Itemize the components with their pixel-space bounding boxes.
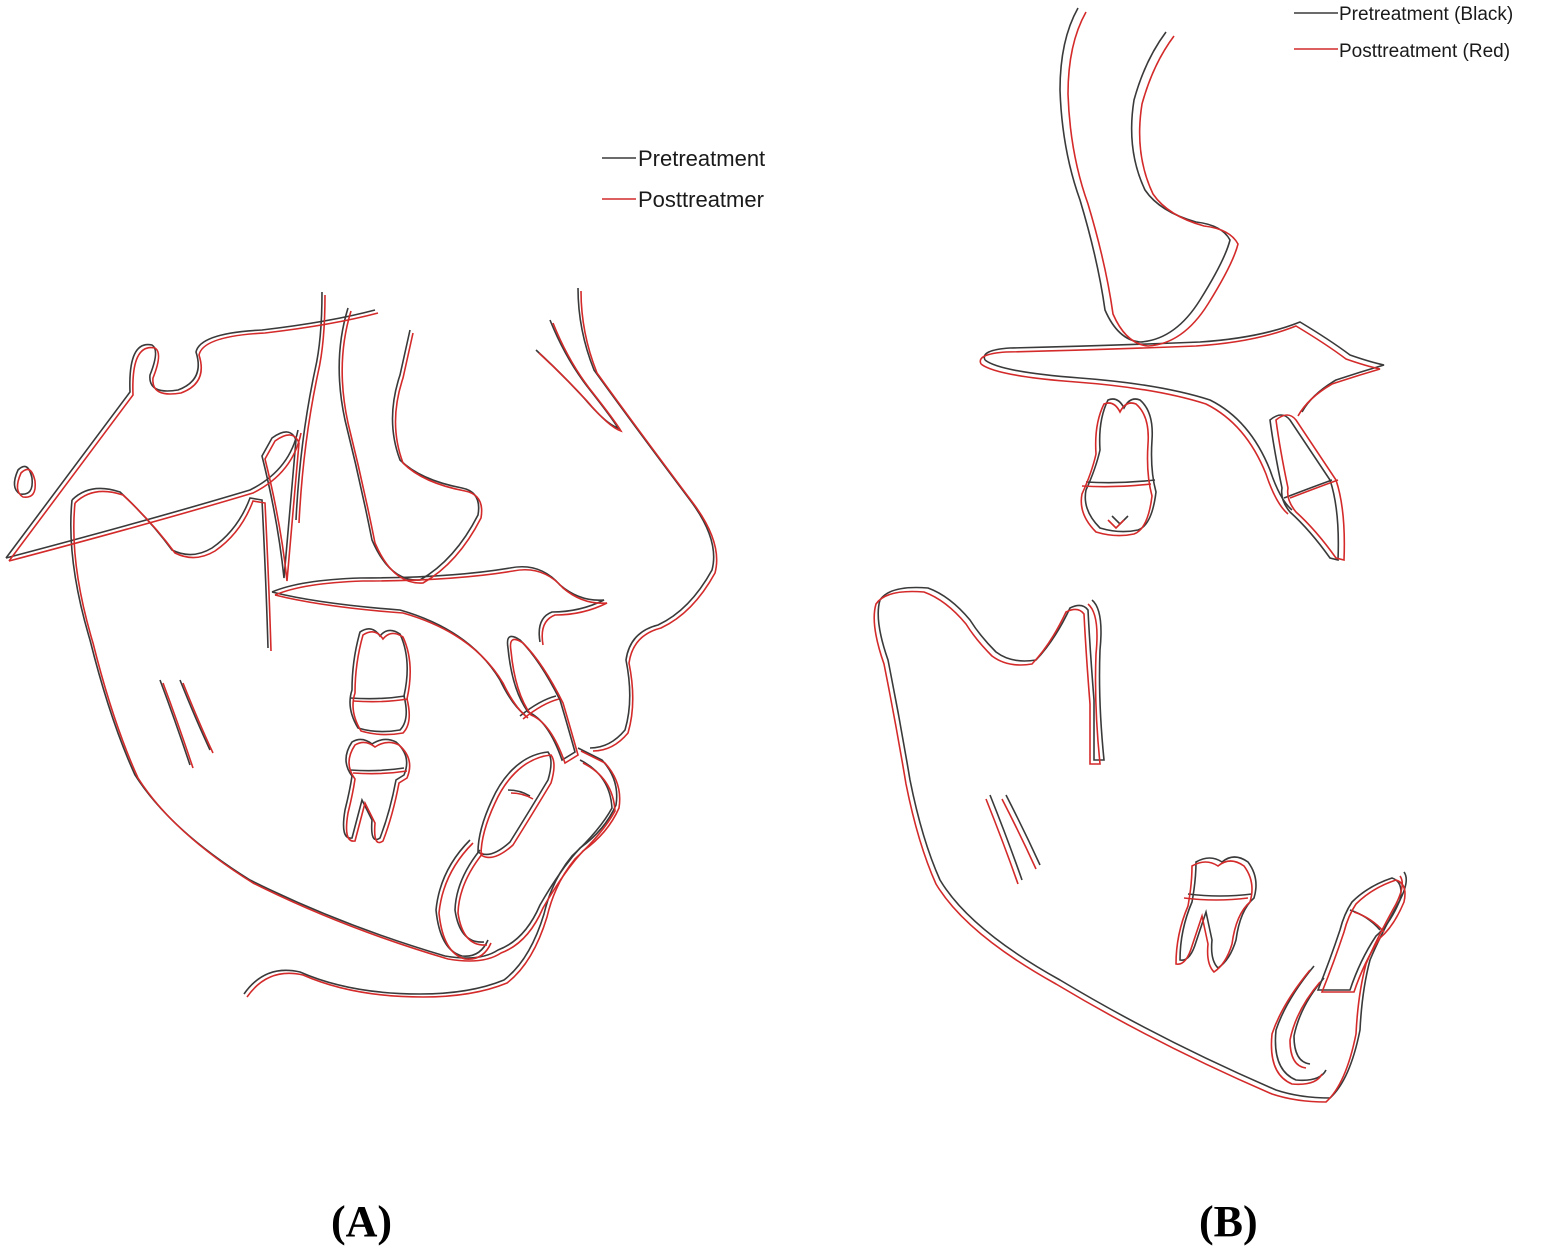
- panel-b-regional-tracing: [873, 7, 1408, 1103]
- legend-a-posttreatment-label: Posttreatmer: [638, 187, 764, 212]
- legend-a-pretreatment-label: Pretreatment: [638, 146, 765, 171]
- panel-b-legend: Pretreatment (Black) Posttreatment (Red): [1294, 4, 1513, 62]
- legend-b-pretreatment-label: Pretreatment (Black): [1339, 4, 1513, 25]
- panel-a-pretreatment-tracing: [5, 287, 715, 995]
- panel-b-label: (B): [1199, 1197, 1258, 1246]
- legend-b-posttreatment-label: Posttreatment (Red): [1339, 41, 1510, 62]
- panel-a-label: (A): [331, 1197, 393, 1246]
- panel-a-legend: Pretreatment Posttreatmer: [602, 146, 765, 212]
- panel-a-overall-tracing: [5, 287, 718, 998]
- panel-a-posttreatment-tracing: [8, 290, 718, 998]
- panel-b-pretreatment-tracing: [877, 7, 1408, 1099]
- panel-b-posttreatment-tracing: [873, 11, 1406, 1103]
